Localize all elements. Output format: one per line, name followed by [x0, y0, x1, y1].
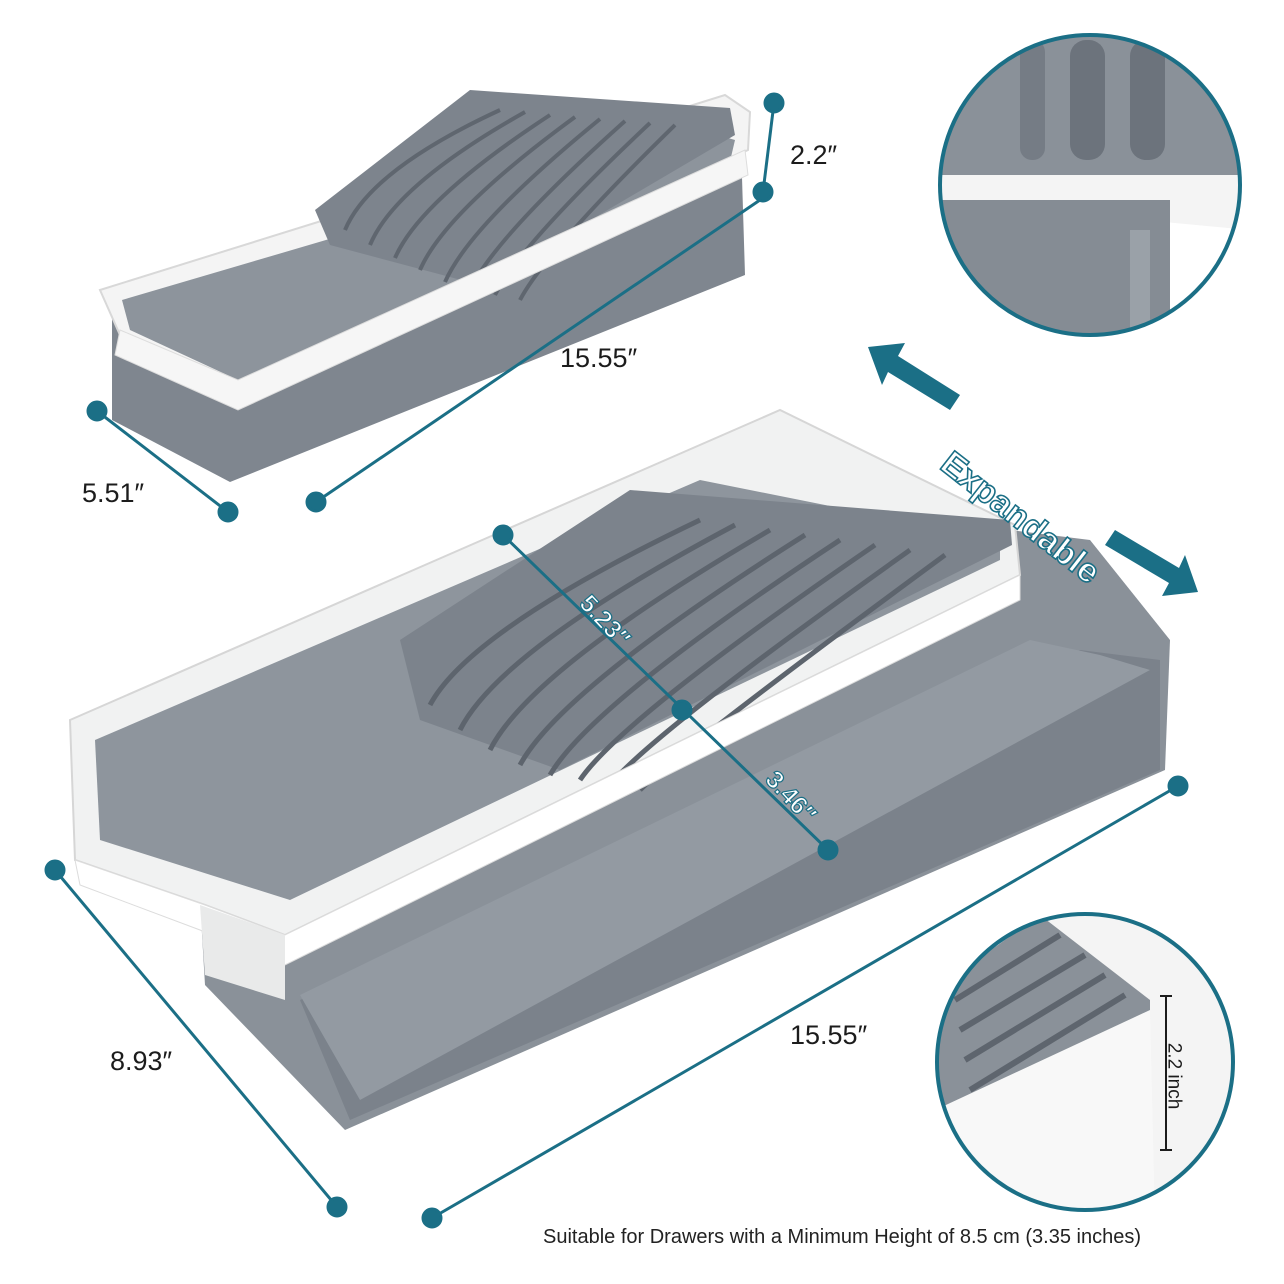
- small-tray-length-label: 15.55″: [560, 343, 638, 373]
- large-knife-tray: [68, 408, 1170, 1130]
- small-tray-width-label: 5.51″: [82, 478, 145, 508]
- small-knife-tray: [98, 90, 752, 482]
- small-tray-dimension-lines: [86, 92, 785, 523]
- expandable-arrow-icon: [868, 343, 1198, 596]
- detail-bottom-circle: [935, 912, 1235, 1212]
- footnote: Suitable for Drawers with a Minimum Heig…: [543, 1226, 1142, 1248]
- small-tray-height-label: 2.2″: [790, 140, 838, 170]
- detail-top-circle: [938, 33, 1242, 337]
- large-tray-width-label: 8.93″: [110, 1046, 173, 1076]
- large-tray-dimension-lines: [44, 524, 1189, 1229]
- detail-bottom-height-label: 2.2 inch: [1163, 1042, 1185, 1110]
- large-tray-length-label: 15.55″: [790, 1020, 868, 1050]
